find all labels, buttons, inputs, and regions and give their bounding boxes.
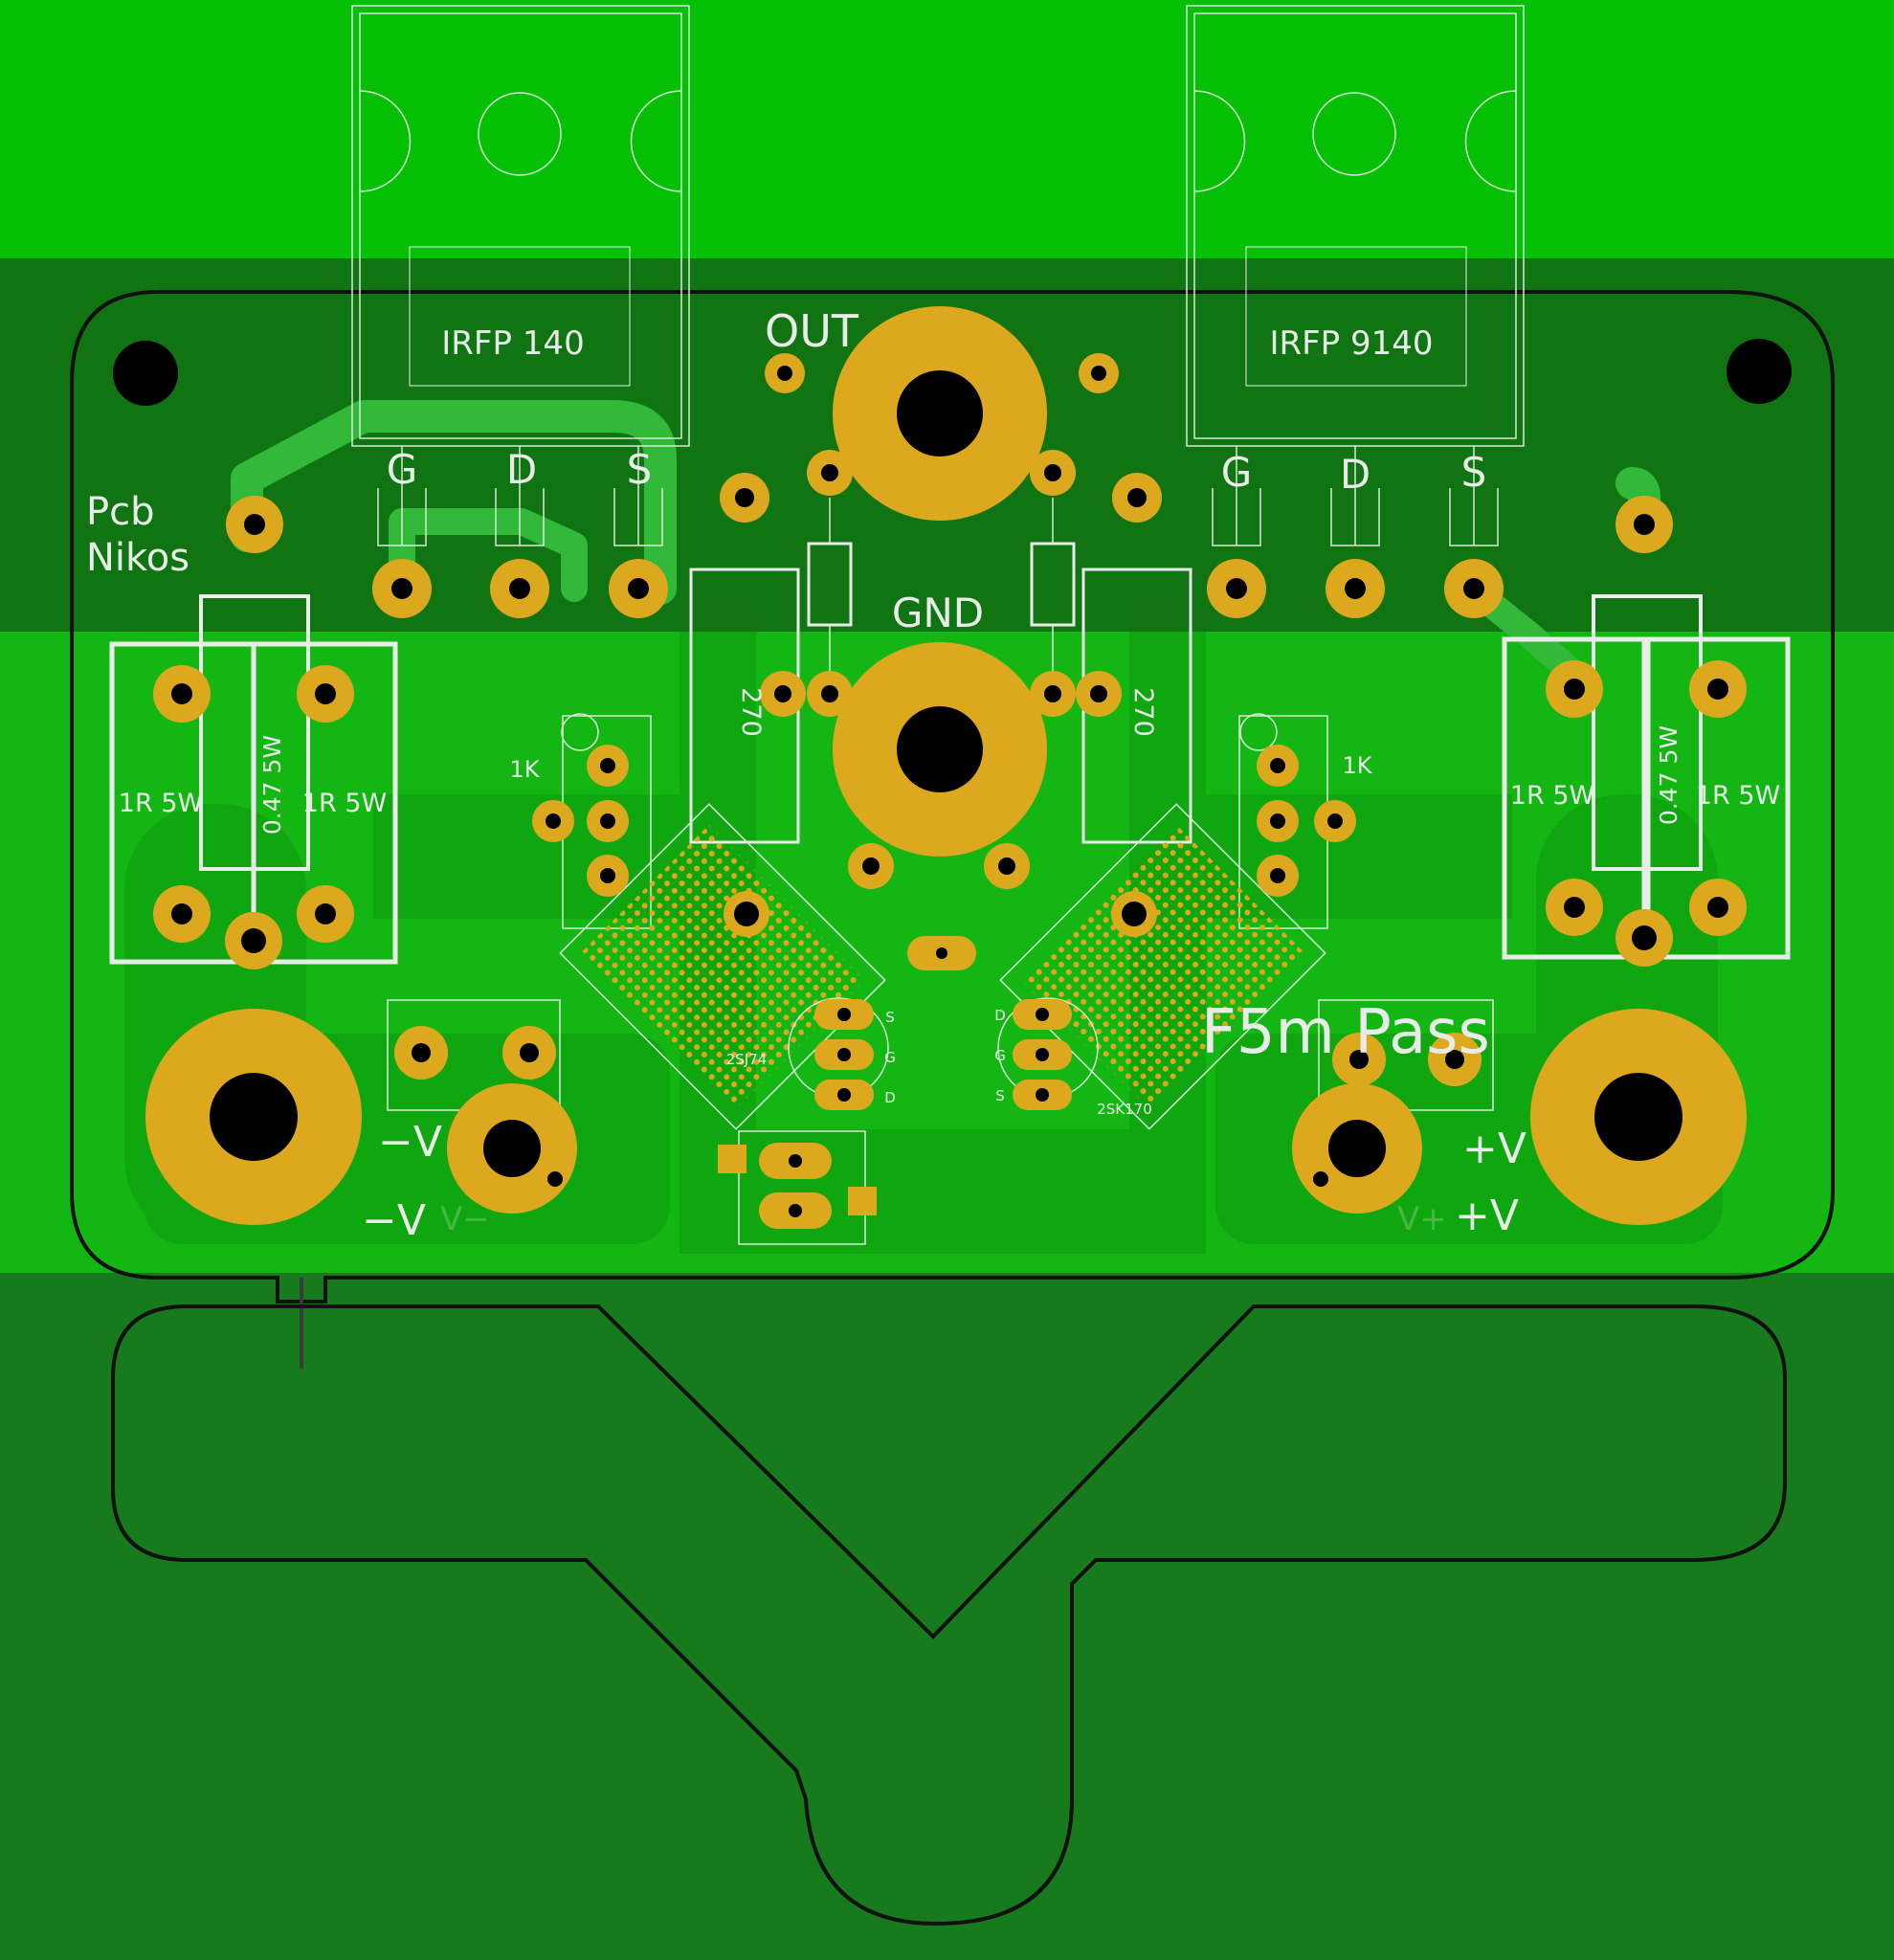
right-jfet-pin-g: G bbox=[994, 1047, 1006, 1064]
out-label: OUT bbox=[765, 305, 859, 357]
right-trimmer-label: 1K bbox=[1342, 752, 1372, 779]
top-band bbox=[0, 0, 1894, 258]
heatsink-outline bbox=[111, 1304, 1787, 1927]
project-title: F5m Pass bbox=[1201, 997, 1490, 1068]
left-jfet-label: 2SJ74 bbox=[726, 1051, 768, 1068]
left-jfet-pin-g: G bbox=[884, 1049, 896, 1066]
board-outline bbox=[70, 290, 1835, 1303]
neg-supply-terminal bbox=[145, 1009, 362, 1225]
neg-rail-faint-label: V− bbox=[440, 1200, 490, 1238]
credit-line-2: Nikos bbox=[86, 536, 189, 580]
mounting-hole-right bbox=[1727, 339, 1792, 404]
left-power-resistors-outline bbox=[109, 594, 398, 965]
right-power-resistor-b-label: 1R 5W bbox=[1696, 781, 1780, 811]
pos-supply-terminal bbox=[1530, 1009, 1747, 1225]
right-pin-d-label: D bbox=[1340, 451, 1370, 498]
pos-supply-wire-pad bbox=[1292, 1083, 1422, 1214]
pos-rail-label-upper: +V bbox=[1462, 1125, 1526, 1173]
left-pin-s-label: S bbox=[627, 446, 653, 493]
credit-line-1: Pcb bbox=[86, 490, 155, 534]
right-jfet-pin-d: D bbox=[994, 1007, 1006, 1024]
right-mosfet-label: IRFP 9140 bbox=[1269, 324, 1433, 363]
left-jfet-pin-d: D bbox=[884, 1089, 896, 1106]
gnd-terminal bbox=[833, 642, 1047, 857]
through-hole-pads bbox=[153, 353, 1747, 1229]
right-power-resistor-a-label: 1R 5W bbox=[1510, 781, 1594, 811]
neg-rail-label-upper: −V bbox=[378, 1118, 442, 1167]
gnd-label: GND bbox=[892, 590, 984, 636]
left-trimmer-label: 1K bbox=[509, 756, 540, 783]
out-terminal bbox=[833, 306, 1047, 521]
left-mosfet-label: IRFP 140 bbox=[441, 324, 584, 363]
left-power-resistor-c-label: 0.47 5W bbox=[258, 735, 286, 835]
neg-supply-wire-pad bbox=[447, 1083, 577, 1214]
neg-rail-label-lower: −V bbox=[362, 1196, 426, 1245]
right-jfet-pin-s: S bbox=[995, 1087, 1005, 1104]
left-pin-d-label: D bbox=[506, 446, 537, 493]
left-power-resistor-a-label: 1R 5W bbox=[119, 789, 203, 818]
right-power-resistor-c-label: 0.47 5W bbox=[1655, 725, 1682, 825]
right-pin-g-label: G bbox=[1221, 449, 1253, 496]
left-jfet-pin-s: S bbox=[885, 1009, 895, 1026]
left-270-label: 270 bbox=[736, 687, 766, 737]
right-trimmer-outline bbox=[1238, 713, 1328, 929]
mounting-hole-left bbox=[113, 341, 178, 406]
right-mosfet-outline bbox=[1186, 5, 1525, 546]
right-jfet-label: 2SK170 bbox=[1097, 1101, 1152, 1118]
pos-rail-faint-label: V+ bbox=[1397, 1200, 1447, 1238]
left-pin-g-label: G bbox=[387, 446, 418, 493]
right-270-label: 270 bbox=[1128, 687, 1158, 737]
left-mosfet-outline bbox=[351, 5, 690, 546]
right-pin-s-label: S bbox=[1461, 449, 1487, 496]
left-power-resistor-b-label: 1R 5W bbox=[302, 789, 387, 818]
right-power-resistors-outline bbox=[1502, 594, 1791, 960]
pos-rail-label-lower: +V bbox=[1455, 1192, 1519, 1240]
left-thermal-block bbox=[559, 803, 886, 1130]
right-thermal-block bbox=[999, 803, 1326, 1130]
